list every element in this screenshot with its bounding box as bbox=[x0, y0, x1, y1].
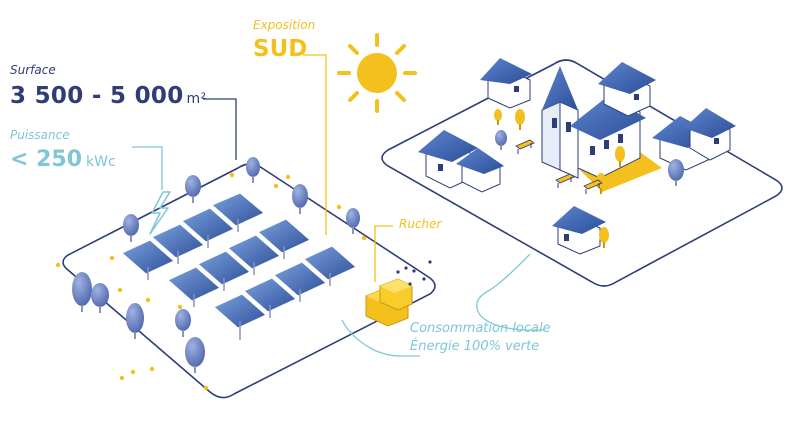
farm-flowers bbox=[55, 172, 367, 391]
exposition-label: Exposition bbox=[253, 18, 316, 32]
flower-icon bbox=[273, 183, 279, 189]
power-number: < 250 bbox=[10, 147, 83, 172]
beehive-icon bbox=[365, 278, 413, 327]
solar-panel-icon bbox=[213, 293, 267, 340]
solar-panel-icon bbox=[243, 277, 297, 318]
house-icon bbox=[598, 62, 656, 117]
flower-icon bbox=[130, 369, 136, 375]
solar-panel-icon bbox=[151, 223, 205, 264]
flower-icon bbox=[145, 297, 151, 303]
house-icon bbox=[480, 58, 532, 109]
solar-panel-icon bbox=[181, 207, 235, 248]
tree-icon bbox=[495, 130, 507, 150]
bee-icon bbox=[412, 269, 416, 273]
lightning-icon bbox=[149, 191, 171, 235]
flower-icon bbox=[229, 172, 235, 178]
flower-icon bbox=[149, 366, 155, 372]
rucher-leader-line bbox=[374, 225, 393, 282]
consumption-leader-line bbox=[341, 253, 546, 357]
house-icon bbox=[418, 130, 504, 193]
bee-icon bbox=[404, 266, 408, 270]
tree-icon bbox=[175, 309, 191, 337]
flower-icon bbox=[177, 304, 183, 310]
house-icon bbox=[652, 108, 736, 171]
exposition-leader-line bbox=[303, 54, 327, 235]
beehive-label: Rucher bbox=[399, 217, 442, 231]
solar-panel-icon bbox=[257, 218, 311, 259]
flower-icon bbox=[117, 287, 123, 293]
solar-panel-icon bbox=[121, 239, 175, 280]
solar-panel-icon bbox=[211, 192, 265, 232]
solar-panel-icon bbox=[303, 245, 357, 286]
power-leader-line bbox=[132, 146, 163, 190]
power-unit: kWc bbox=[86, 154, 116, 170]
sun-icon bbox=[337, 33, 417, 113]
tree-icon bbox=[185, 175, 201, 203]
tree-icon bbox=[91, 283, 109, 313]
bench-icon bbox=[515, 139, 535, 154]
bench-icon bbox=[583, 179, 603, 194]
solar-panel-array bbox=[121, 192, 357, 340]
village-yellow-trees bbox=[494, 109, 625, 248]
flower-icon bbox=[203, 385, 209, 391]
tree-icon bbox=[123, 214, 139, 242]
solar-panel-icon bbox=[197, 250, 251, 291]
tree-icon bbox=[346, 208, 360, 234]
house-icon bbox=[552, 206, 606, 255]
surface-number: 3 500 - 5 000 bbox=[10, 83, 184, 109]
tree-icon bbox=[515, 109, 525, 130]
surface-leader-line bbox=[203, 98, 237, 160]
tree-icon bbox=[615, 146, 625, 167]
tree-icon bbox=[494, 109, 502, 125]
solar-panel-icon bbox=[273, 261, 327, 302]
flower-icon bbox=[336, 204, 342, 210]
farm-trees bbox=[72, 157, 360, 373]
solar-panel-icon bbox=[167, 266, 221, 307]
consumption-line-2: Énergie 100% verte bbox=[410, 339, 540, 354]
bee-icon bbox=[396, 270, 400, 274]
bench-icon bbox=[555, 173, 575, 188]
bees bbox=[396, 260, 432, 286]
tree-icon bbox=[185, 337, 205, 373]
solar-panel-icon bbox=[227, 234, 281, 275]
tree-icon bbox=[599, 227, 609, 248]
village-benches bbox=[515, 139, 603, 194]
village-houses bbox=[418, 58, 736, 255]
tree-icon bbox=[246, 157, 260, 183]
flower-icon bbox=[119, 375, 125, 381]
tree-icon bbox=[668, 159, 684, 186]
bee-icon bbox=[422, 277, 426, 281]
village-trees bbox=[495, 130, 684, 186]
tree-icon bbox=[292, 184, 308, 214]
flower-icon bbox=[285, 174, 291, 180]
farm-area-outline bbox=[62, 163, 436, 399]
exposition-value: SUD bbox=[253, 36, 308, 62]
bee-icon bbox=[408, 282, 412, 286]
tree-icon bbox=[72, 272, 92, 312]
village-area-outline bbox=[381, 59, 783, 287]
bee-icon bbox=[428, 260, 432, 264]
flower-icon bbox=[109, 255, 115, 261]
surface-unit: m² bbox=[186, 91, 207, 107]
consumption-line-1: Consommation locale bbox=[410, 321, 551, 336]
power-label: Puissance bbox=[10, 128, 70, 142]
tree-icon bbox=[126, 303, 144, 339]
surface-label: Surface bbox=[10, 63, 56, 77]
flower-icon bbox=[55, 262, 61, 268]
flower-icon bbox=[361, 235, 367, 241]
